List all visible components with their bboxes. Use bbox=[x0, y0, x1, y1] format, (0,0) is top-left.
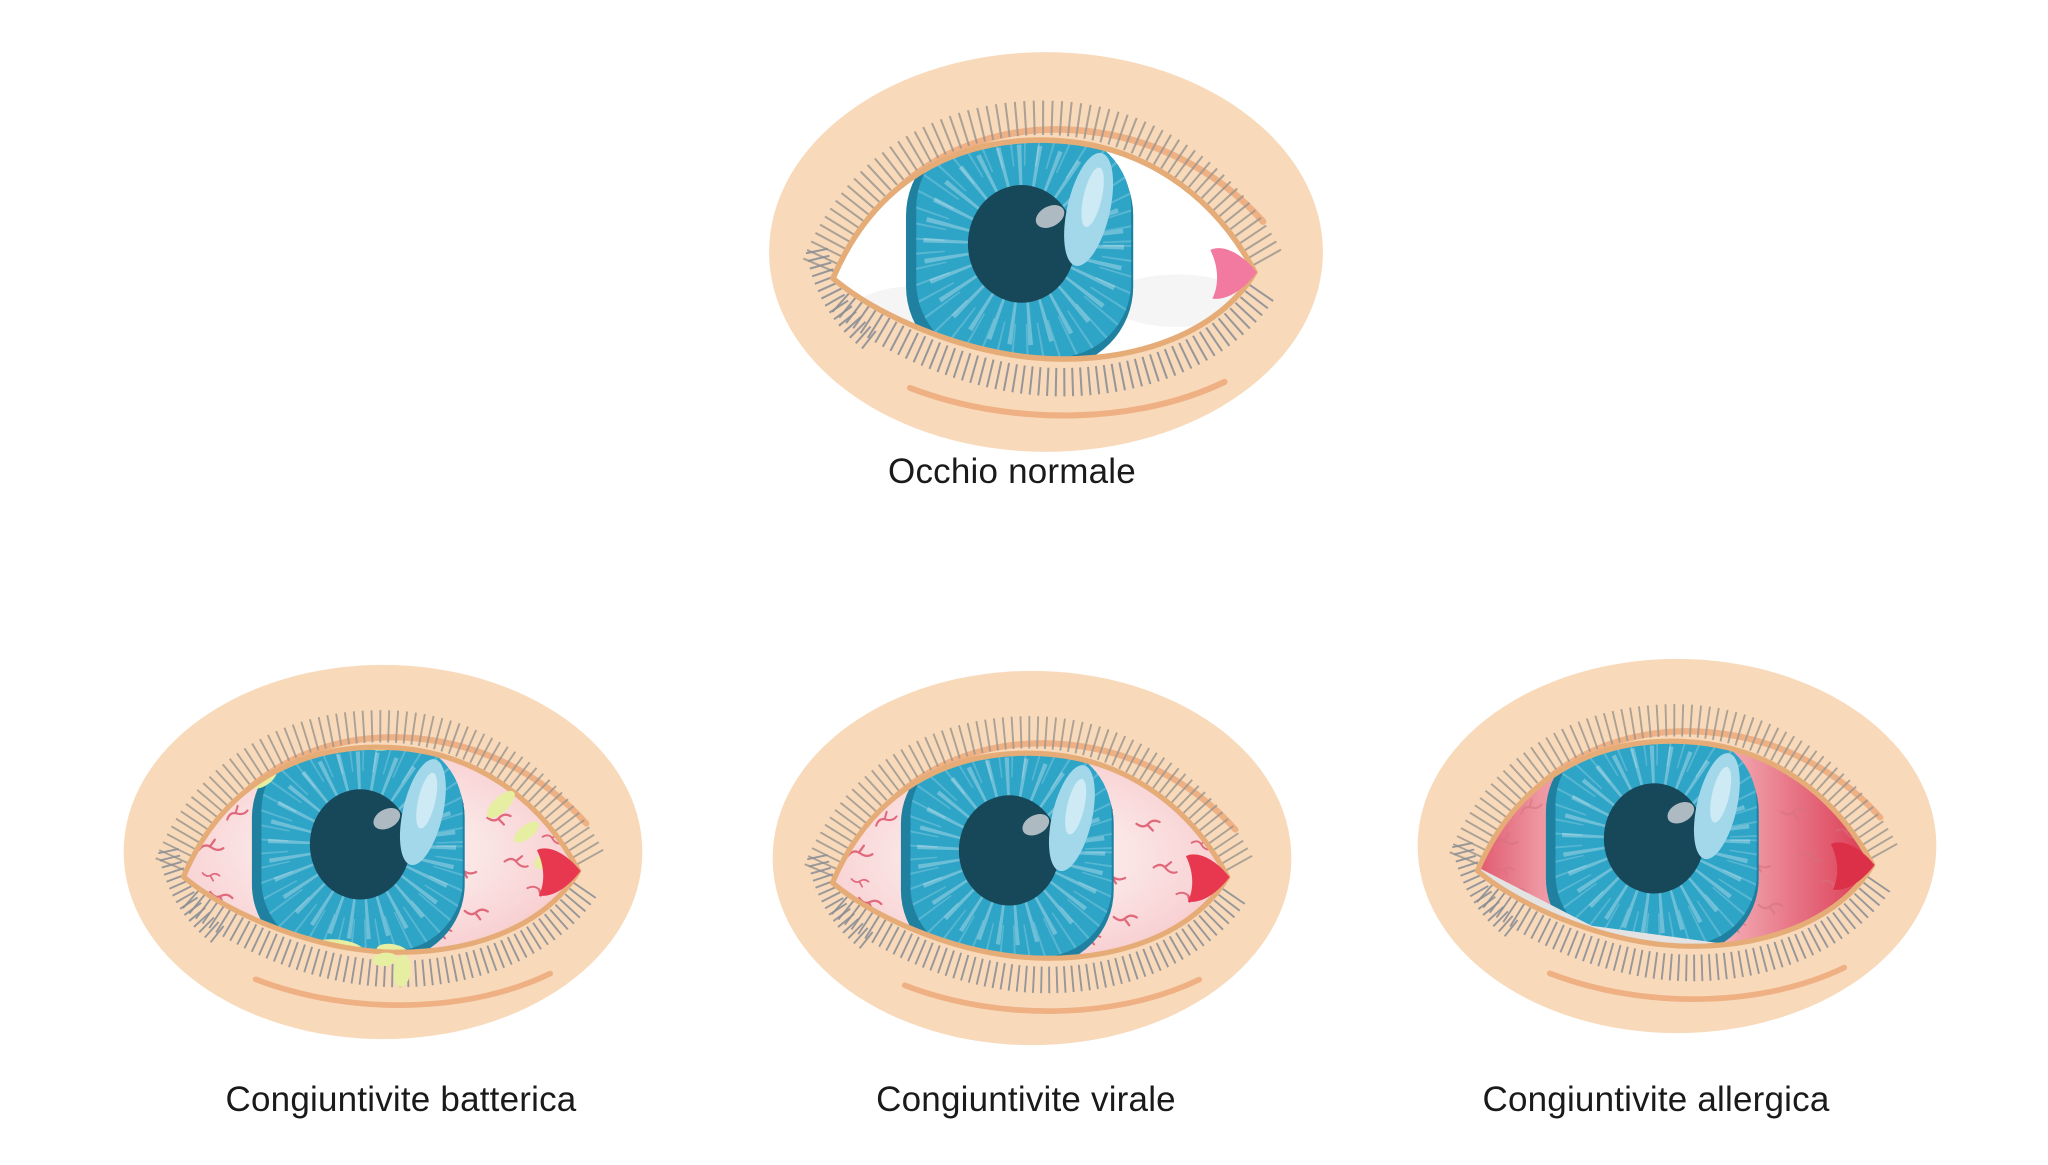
bacterial-eye-figure bbox=[109, 662, 657, 1042]
bacterial-eye-illustration bbox=[109, 662, 657, 1042]
normal-eye-illustration bbox=[762, 48, 1330, 456]
viral-eye-illustration bbox=[758, 668, 1306, 1048]
allergic-eye-figure bbox=[1403, 656, 1951, 1036]
viral-eye-label: Congiuntivite virale bbox=[876, 1080, 1176, 1119]
viral-eye-figure bbox=[758, 668, 1306, 1048]
normal-eye-label: Occhio normale bbox=[888, 452, 1136, 491]
allergic-eye-label: Congiuntivite allergica bbox=[1482, 1080, 1830, 1119]
allergic-eye-illustration bbox=[1403, 656, 1951, 1036]
bacterial-eye-label: Congiuntivite batterica bbox=[225, 1080, 577, 1119]
normal-eye-figure bbox=[762, 48, 1330, 456]
pus-discharge-outer bbox=[372, 790, 540, 987]
